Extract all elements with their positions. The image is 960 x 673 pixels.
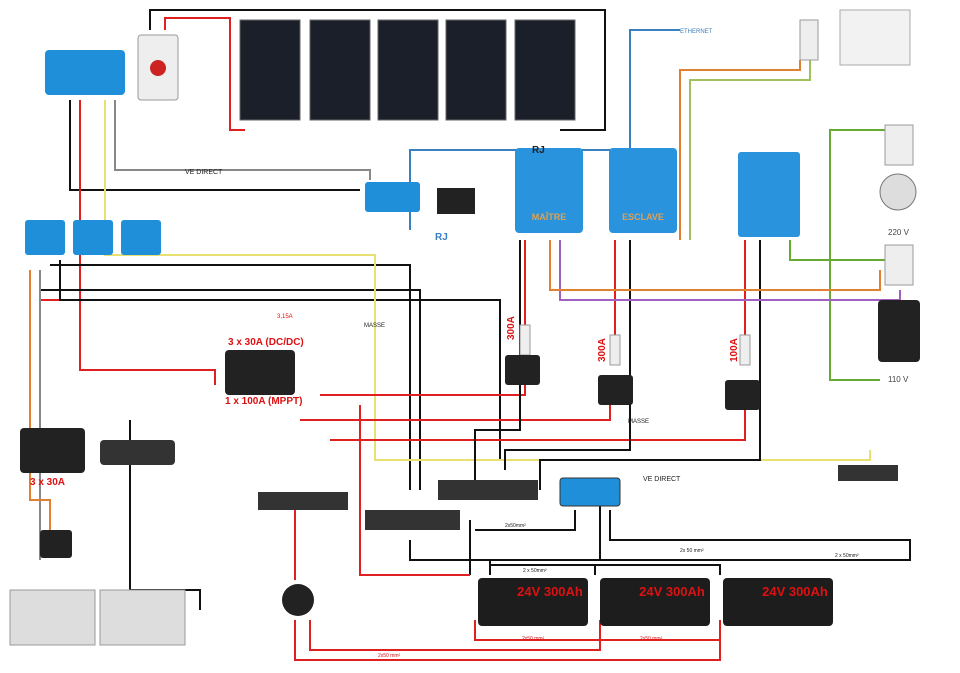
solar-panel [377,19,439,121]
cable-label: 2 x 50mm² [835,553,859,559]
mppt-charger [45,50,125,95]
inverter-master [515,148,583,233]
slave-label: ESCLAVE [622,212,664,222]
starter-battery [99,589,186,646]
busbar-negative-2 [438,480,538,500]
fuse-box-main [225,350,295,395]
battery-switch[interactable] [505,355,540,385]
cable-label: 2x50mm² [505,523,526,529]
socket-110v [878,300,920,362]
dcdc-fuse-label: 3 x 30A (DC/DC) [228,337,304,348]
breaker-220v [884,124,914,166]
dcdc-charger [73,220,113,255]
battery-label: 24V 300Ah [517,584,583,599]
fuse-100a [739,334,751,366]
busbar-ac [838,465,898,481]
battery-switch[interactable] [725,380,760,410]
starter-battery [9,589,96,646]
touch-display [437,188,475,214]
fuse-label: 300A [506,316,517,340]
cable-label: 2x50 mm² [378,653,401,659]
battery-switch-main[interactable] [282,584,314,616]
gx-device [365,182,420,212]
solar-panel [445,19,507,121]
ethernet-label: ETHERNET [680,29,713,35]
battery-bank: 24V 300Ah 24V 300Ah 24V 300Ah [478,578,833,626]
lithium-battery [478,578,588,626]
busbar-negative [365,510,460,530]
fuse-300a-2 [609,334,621,366]
socket-220v [879,173,917,211]
cable-label: 2x 50 mm² [680,548,704,554]
master-label: MAÎTRE [532,211,567,222]
ground-label: MASSE [628,419,649,425]
solar-panels [239,19,576,121]
rj-label: RJ [435,232,448,243]
solar-panel [309,19,371,121]
cable-label: 2x50 mm² [522,636,545,642]
small-fuse-label: 3,15A [277,314,293,320]
battery-label: 24V 300Ah [639,584,705,599]
solar-panel [239,19,301,121]
inverter-slave [609,148,677,233]
breaker [799,19,819,61]
fuse-300a-1 [519,324,531,356]
lithium-battery [723,578,833,626]
ac-distribution-panel [839,9,911,66]
ground-label: MASSE [364,323,385,329]
solar-panel [514,19,576,121]
busbar-positive [258,492,348,510]
fuse-label: 300A [597,338,608,362]
battery-label: 24V 300Ah [762,584,828,599]
charger-unit [738,152,800,237]
lithium-battery [600,578,710,626]
rotary-switch-icon [150,60,166,76]
cable-label: 2x50 mm² [640,636,663,642]
dcdc-charger [121,220,161,255]
fuse-box-left [20,428,85,473]
voltage-label: 110 V [888,375,909,384]
dcdc-charger [25,220,65,255]
busbar-left [100,440,175,465]
mppt-fuse-label: 1 x 100A (MPPT) [225,396,302,407]
breaker-110v [884,244,914,286]
battery-switch[interactable] [40,530,72,558]
ve-direct-shunt-label: VE DIRECT [643,476,681,483]
voltage-label: 220 V [888,228,910,237]
fuse-label: 100A [729,338,740,362]
battery-shunt [559,477,621,507]
fuse-box-left-label: 3 x 30A [30,477,65,488]
battery-switch[interactable] [598,375,633,405]
cable-label: 2 x 50mm² [523,568,547,574]
ve-direct-label: VE DIRECT [185,169,223,176]
rj-label: RJ [532,145,545,156]
